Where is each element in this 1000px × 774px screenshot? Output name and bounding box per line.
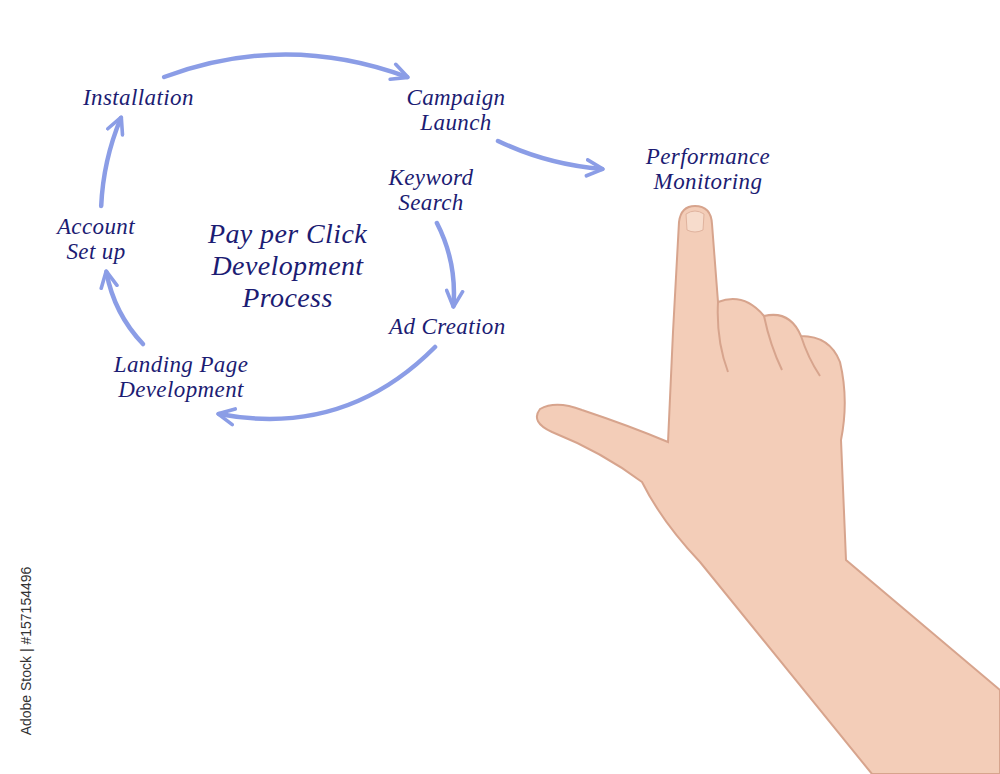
process-step: Account Set up bbox=[44, 212, 148, 266]
step-label: Keyword Search bbox=[375, 165, 487, 215]
flow-arrow bbox=[101, 118, 121, 206]
process-step: Landing Page Development bbox=[86, 350, 276, 404]
step-label: Ad Creation bbox=[389, 314, 506, 339]
process-step: Ad Creation bbox=[386, 312, 509, 341]
step-label: Campaign Launch bbox=[389, 85, 523, 135]
process-step: Campaign Launch bbox=[386, 83, 526, 137]
process-step: Performance Monitoring bbox=[610, 142, 806, 196]
diagram-title: Pay per Click Development Process bbox=[175, 218, 400, 314]
hand-crease bbox=[718, 302, 820, 376]
step-label: Landing Page Development bbox=[89, 352, 273, 402]
process-step: Keyword Search bbox=[372, 163, 490, 217]
step-label: Installation bbox=[83, 85, 194, 110]
flow-arrow bbox=[219, 347, 435, 419]
nail bbox=[686, 211, 704, 232]
flow-arrow bbox=[164, 55, 407, 78]
flow-arrow bbox=[437, 223, 454, 306]
flow-arrow bbox=[106, 272, 143, 344]
pointing-hand bbox=[537, 206, 1000, 774]
watermark-text: Adobe Stock | #157154496 bbox=[18, 536, 34, 766]
step-label: Account Set up bbox=[47, 214, 145, 264]
flow-arrow bbox=[498, 141, 602, 169]
step-label: Performance Monitoring bbox=[613, 144, 803, 194]
process-step: Installation bbox=[80, 83, 197, 112]
